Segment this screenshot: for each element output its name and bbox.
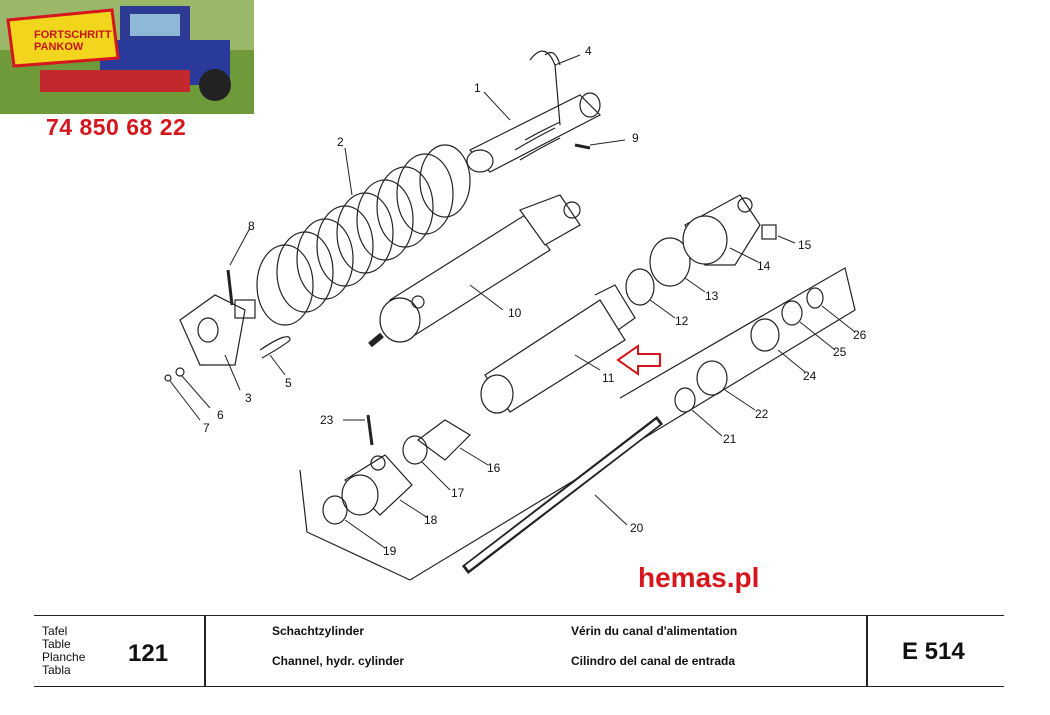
combine-harvester-logo: FORTSCHRITT PANKOW [0, 0, 254, 114]
part-18-head [341, 454, 413, 516]
title-fr: Vérin du canal d'alimentation [571, 624, 738, 638]
phone-number: 74 850 68 22 [46, 114, 187, 140]
part-20-rod [461, 416, 664, 574]
table-word-fr: Planche [42, 650, 86, 664]
part-3-bracket [179, 294, 256, 366]
part-label-18: 18 [424, 513, 438, 527]
part-22-guide [696, 360, 728, 396]
part-9-pin [574, 143, 591, 150]
logo-text-line1: FORTSCHRITT [34, 29, 112, 41]
logo-text-line2: PANKOW [34, 41, 84, 53]
part-label-10: 10 [508, 306, 522, 320]
part-label-24: 24 [803, 369, 817, 383]
part-21-ring [674, 387, 696, 413]
part-25-spring-washer [781, 300, 803, 326]
part-4-clip [529, 50, 561, 126]
part-label-26: 26 [853, 328, 867, 342]
title-block-divider [204, 616, 206, 686]
part-11-barrel [480, 284, 636, 414]
part-14-cap [682, 194, 761, 266]
part-2-spring [256, 144, 471, 326]
part-label-6: 6 [217, 408, 224, 422]
part-1-tube [466, 92, 602, 173]
part-13-ring [649, 237, 691, 287]
part-23-screw [366, 414, 374, 446]
part-15-bushing [761, 224, 777, 240]
leader-lines [169, 54, 856, 549]
part-label-12: 12 [675, 314, 689, 328]
part-label-14: 14 [757, 259, 771, 273]
part-label-22: 22 [755, 407, 769, 421]
title-en: Channel, hydr. cylinder [272, 654, 405, 668]
part-label-25: 25 [833, 345, 847, 359]
table-word-en: Table [42, 637, 71, 651]
part-5-pin [259, 336, 291, 359]
exploded-view-drawing: 1 2 3 4 5 6 7 8 9 10 11 12 13 14 15 16 1… [164, 44, 867, 581]
part-6-nut [175, 367, 185, 377]
title-block: Tafel Table Planche Tabla 121 Schachtzyl… [34, 615, 1004, 687]
model-code: E 514 [902, 638, 965, 665]
part-17-seal [402, 435, 428, 465]
part-label-19: 19 [383, 544, 397, 558]
part-7-washer [164, 374, 172, 382]
part-label-3: 3 [245, 391, 252, 405]
title-de: Schachtzylinder [272, 624, 365, 638]
part-label-2: 2 [337, 135, 344, 149]
website-label: hemas.pl [638, 562, 760, 593]
part-16-piston [416, 419, 471, 461]
part-label-4: 4 [585, 44, 592, 58]
assembly-frame-left [299, 469, 308, 533]
part-label-8: 8 [248, 219, 255, 233]
part-label-20: 20 [630, 521, 644, 535]
part-label-16: 16 [487, 461, 501, 475]
part-label-15: 15 [798, 238, 812, 252]
highlight-arrow-icon [616, 344, 661, 376]
part-label-23: 23 [320, 413, 334, 427]
part-26-circlip [806, 287, 824, 309]
assembly-frame-line [306, 267, 856, 581]
title-es: Cilindro del canal de entrada [571, 654, 736, 668]
table-word-es: Tabla [42, 663, 71, 677]
part-8-bolt [226, 269, 234, 306]
part-label-13: 13 [705, 289, 719, 303]
part-19-nut [322, 495, 348, 525]
part-10-cylinder [368, 194, 581, 348]
part-label-11: 11 [602, 371, 615, 385]
part-label-7: 7 [203, 421, 210, 435]
part-label-17: 17 [451, 486, 465, 500]
part-label-5: 5 [285, 376, 292, 390]
part-12-ring [625, 268, 655, 306]
part-label-21: 21 [723, 432, 737, 446]
part-number-labels: 1 2 3 4 5 6 7 8 9 10 11 12 13 14 15 16 1… [203, 44, 867, 558]
part-24-nut [750, 318, 780, 352]
table-number: 121 [128, 640, 169, 667]
table-word-de: Tafel [42, 624, 68, 638]
title-block-divider [866, 616, 868, 686]
part-label-1: 1 [474, 81, 481, 95]
part-label-9: 9 [632, 131, 639, 145]
